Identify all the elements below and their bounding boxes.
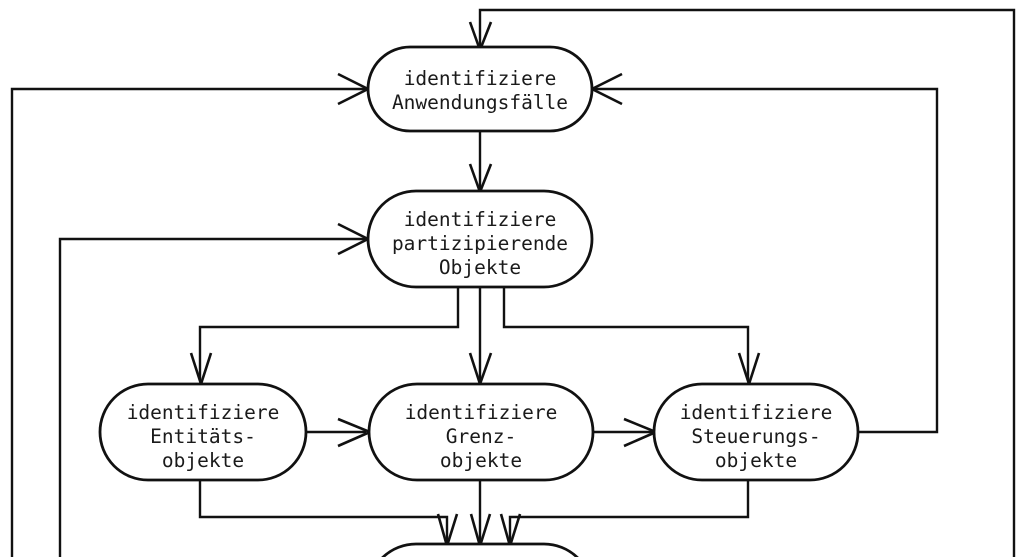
node-grenzobjekte-line-2: Grenz- xyxy=(446,425,516,448)
node-anwendungsfaelle[interactable]: identifiziere Anwendungsfälle xyxy=(366,45,594,133)
node-layer: identifiziere Anwendungsfälle identifizi… xyxy=(98,45,860,557)
node-partizipierende-objekte-shape xyxy=(366,189,594,289)
node-anwendungsfaelle-line-2: Anwendungsfälle xyxy=(392,91,568,114)
node-grenzobjekte-line-1: identifiziere xyxy=(405,401,558,424)
node-partizipierende-objekte-line-1: identifiziere xyxy=(404,208,557,231)
edge-steuerungs-to-node1 xyxy=(594,87,939,434)
edge-node2-to-steuerungs xyxy=(502,287,750,380)
node-steuerungsobjekte-line-2: Steuerungs- xyxy=(691,425,820,448)
edge-outer-right-loop xyxy=(478,8,1016,557)
node-bottom-cropped[interactable] xyxy=(368,542,592,557)
node-bottom-cropped-shape xyxy=(381,542,579,557)
edge-steuerungs-to-bottom xyxy=(508,480,750,544)
node-grenzobjekte[interactable]: identifiziere Grenz- objekte xyxy=(367,382,595,482)
node-steuerungsobjekte-line-1: identifiziere xyxy=(680,401,833,424)
node-entitaetsobjekte-line-3: objekte xyxy=(162,449,244,472)
edge-left-return-to-node1 xyxy=(10,87,366,557)
node-steuerungsobjekte-shape xyxy=(652,382,860,482)
node-entitaetsobjekte[interactable]: identifiziere Entitäts- objekte xyxy=(98,382,308,482)
edge-node2-to-entitaets xyxy=(198,287,460,380)
node-entitaetsobjekte-shape xyxy=(98,382,308,482)
node-entitaetsobjekte-line-2: Entitäts- xyxy=(150,425,256,448)
node-partizipierende-objekte[interactable]: identifiziere partizipierende Objekte xyxy=(366,189,594,289)
edge-entitaets-to-bottom xyxy=(198,480,449,544)
node-grenzobjekte-line-3: objekte xyxy=(440,449,522,472)
node-partizipierende-objekte-line-2: partizipierende xyxy=(392,232,568,255)
edge-layer xyxy=(10,8,1016,557)
edge-left-return-to-node2 xyxy=(58,237,366,557)
node-steuerungsobjekte[interactable]: identifiziere Steuerungs- objekte xyxy=(652,382,860,482)
node-grenzobjekte-shape xyxy=(367,382,595,482)
node-partizipierende-objekte-line-3: Objekte xyxy=(439,256,521,279)
node-entitaetsobjekte-line-1: identifiziere xyxy=(127,401,280,424)
node-anwendungsfaelle-shape xyxy=(366,45,594,133)
node-steuerungsobjekte-line-3: objekte xyxy=(715,449,797,472)
node-anwendungsfaelle-line-1: identifiziere xyxy=(404,67,557,90)
